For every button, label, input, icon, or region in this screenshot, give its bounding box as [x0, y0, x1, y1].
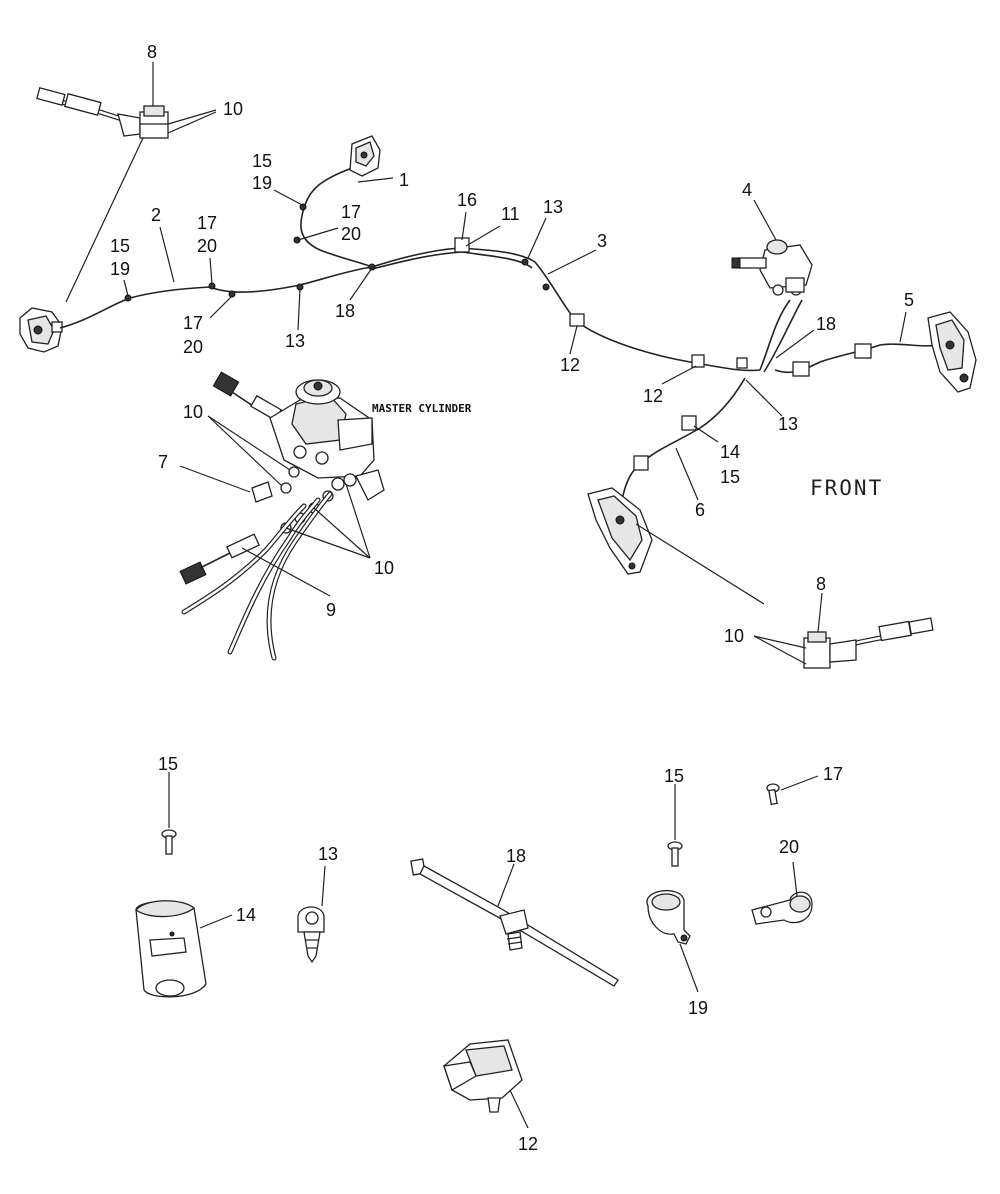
callout-2: 2: [151, 205, 161, 225]
callout-12-a: 12: [560, 355, 580, 375]
screw-15-right: [667, 784, 683, 867]
callout-5: 5: [904, 290, 914, 310]
brake-line-1: [300, 167, 373, 268]
callout-1: 1: [399, 170, 409, 190]
clip-13: [297, 906, 325, 964]
screw-17: [766, 783, 780, 806]
callout-18-a: 18: [335, 301, 355, 321]
banjo-fitting-bottom-right: [803, 617, 934, 669]
detail-callout-20: 20: [779, 837, 799, 857]
detail-callout-13: 13: [318, 844, 338, 864]
caliper-front-left: [587, 487, 653, 575]
callout-10-mc-b: 10: [374, 558, 394, 578]
callout-6: 6: [695, 500, 705, 520]
detail-callout-17: 17: [823, 764, 843, 784]
cable-tie-18: [410, 858, 619, 987]
screw-15-left: [161, 772, 177, 855]
callout-10-top: 10: [223, 99, 243, 119]
callout-19-b: 19: [110, 259, 130, 279]
caption-master-cylinder: MASTER CYLINDER: [372, 402, 472, 415]
brake-line-6: [621, 377, 746, 501]
brake-line-3: [371, 247, 761, 372]
brake-line-2: [59, 266, 373, 329]
callout-17-c: 17: [183, 313, 203, 333]
clip-12: [443, 1039, 523, 1113]
callout-19-a: 19: [252, 173, 272, 193]
banjo-fitting-top-left: [36, 87, 169, 139]
detail-callout-14: 14: [236, 905, 256, 925]
detail-callout-15-a: 15: [158, 754, 178, 774]
callout-20-a: 20: [341, 224, 361, 244]
callout-14: 14: [720, 442, 740, 462]
callout-15-c: 15: [720, 467, 740, 487]
caliper-right-5: [927, 311, 977, 393]
clamp-19: [646, 890, 691, 945]
callout-8-top: 8: [147, 42, 157, 62]
callout-17-b: 17: [197, 213, 217, 233]
callout-13-b: 13: [543, 197, 563, 217]
callout-9: 9: [326, 600, 336, 620]
detail-callout-15-b: 15: [664, 766, 684, 786]
callout-17-a: 17: [341, 202, 361, 222]
callout-15-a: 15: [252, 151, 272, 171]
detail-callout-18: 18: [506, 846, 526, 866]
callout-3: 3: [597, 231, 607, 251]
callout-15-b: 15: [110, 236, 130, 256]
callout-16: 16: [457, 190, 477, 210]
master-cylinder-detail: [179, 371, 385, 661]
callout-13-c: 13: [778, 414, 798, 434]
master-cylinder-top-right: [731, 239, 813, 296]
callout-13-a: 13: [285, 331, 305, 351]
detail-callout-19: 19: [688, 998, 708, 1018]
callout-12-b: 12: [643, 386, 663, 406]
front-direction-label: FRONT: [810, 476, 883, 500]
callout-7: 7: [158, 452, 168, 472]
callout-10-mc-a: 10: [183, 402, 203, 422]
callout-10-bottom: 10: [724, 626, 744, 646]
callout-18-b: 18: [816, 314, 836, 334]
callout-20-c: 20: [183, 337, 203, 357]
callout-20-b: 20: [197, 236, 217, 256]
detail-callout-12: 12: [518, 1134, 538, 1154]
callout-4: 4: [742, 180, 752, 200]
callout-11: 11: [501, 204, 520, 224]
callout-8-bottom: 8: [816, 574, 826, 594]
sleeve-14: [135, 900, 207, 998]
loop-clamp-20: [751, 891, 813, 925]
caliper-top-1: [349, 135, 381, 177]
caliper-rear-left: [19, 307, 63, 353]
line-clips: [124, 203, 872, 471]
